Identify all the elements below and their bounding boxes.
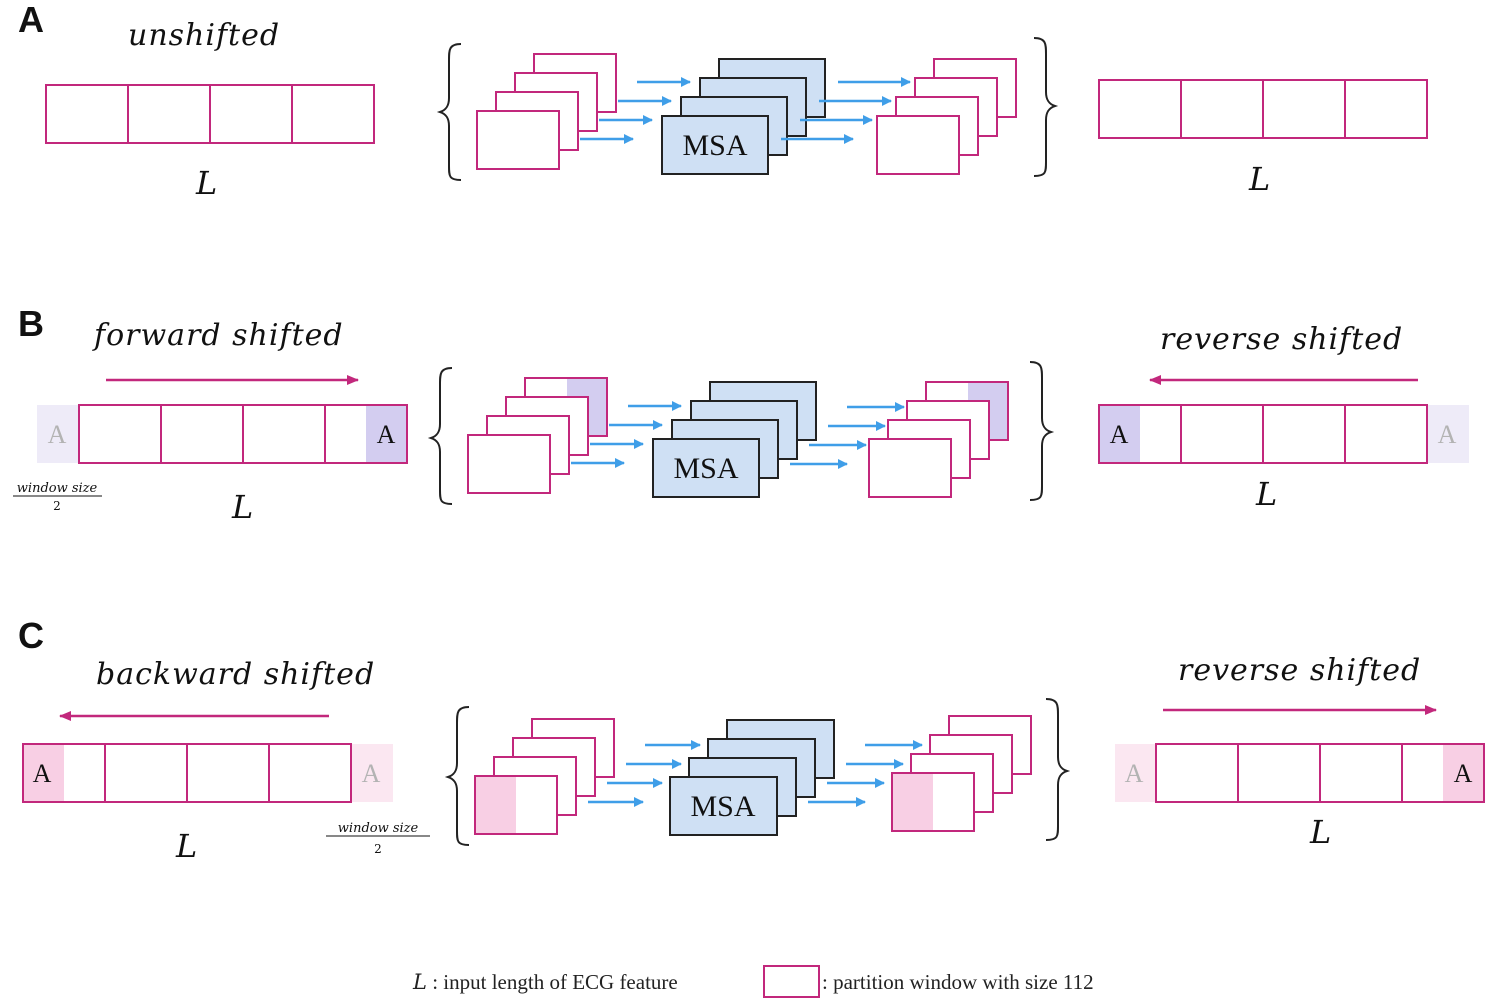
panel-b-letter: B bbox=[18, 303, 44, 344]
ghost-cell-marker: A bbox=[1438, 420, 1457, 449]
shifted-cell bbox=[366, 405, 407, 463]
panel-c-input-arrows bbox=[588, 740, 701, 807]
legend: L : input length of ECG feature : partit… bbox=[412, 965, 1094, 998]
panel-c-output-sequence: A A bbox=[1115, 743, 1485, 803]
panel-c-input-sequence: A A bbox=[22, 743, 393, 803]
ghost-cell bbox=[1115, 744, 1156, 802]
ghost-cell bbox=[352, 744, 393, 802]
panel-b-left-length-label: L bbox=[231, 488, 253, 526]
panel-a-input-windows bbox=[476, 53, 617, 170]
panel-b-window-size-fraction: window size 2 bbox=[13, 481, 102, 513]
panel-c-right-brace bbox=[1045, 698, 1071, 841]
ghost-cell-marker: A bbox=[362, 759, 381, 788]
shifted-cell bbox=[23, 744, 64, 802]
panel-c-output-arrows bbox=[808, 740, 923, 807]
panel-b-msa-stack bbox=[652, 381, 817, 498]
panel-a-left-brace bbox=[436, 43, 462, 181]
panel-a-letter: A bbox=[18, 0, 44, 40]
shifted-cell-marker: A bbox=[1454, 759, 1473, 788]
panel-b-right-length-label: L bbox=[1255, 475, 1277, 513]
ghost-cell bbox=[1428, 405, 1469, 463]
panel-b-output-arrows bbox=[790, 402, 905, 469]
panel-a-left-length-label: L bbox=[195, 164, 217, 202]
legend-window-text: : partition window with size 112 bbox=[822, 970, 1094, 994]
legend-window-swatch bbox=[763, 965, 820, 998]
shifted-cell-marker: A bbox=[377, 420, 396, 449]
panel-c-msa-label: MSA bbox=[690, 790, 755, 823]
shifted-cell bbox=[1099, 405, 1140, 463]
panel-c-window-size-fraction: window size 2 bbox=[326, 821, 430, 856]
ghost-cell-marker: A bbox=[48, 420, 67, 449]
msa-block bbox=[652, 438, 760, 498]
panel-b-right-brace bbox=[1029, 361, 1055, 501]
legend-length: L : input length of ECG feature bbox=[412, 970, 678, 994]
panel-a-input-arrows bbox=[580, 77, 691, 144]
panel-b-input-sequence: A A bbox=[37, 404, 408, 464]
panel-c-output-windows bbox=[891, 715, 1032, 832]
panel-a-input-sequence bbox=[45, 84, 375, 144]
panel-c-left-title: backward shifted bbox=[96, 657, 375, 692]
shifted-cell bbox=[1443, 744, 1484, 802]
panel-b: B forward shifted A A window size 2 L bbox=[13, 303, 1469, 526]
panel-b-left-title: forward shifted bbox=[92, 318, 344, 353]
panel-a-output-sequence bbox=[1098, 79, 1428, 139]
panel-c: C backward shifted A A window size 2 L bbox=[18, 615, 1485, 865]
msa-block bbox=[661, 115, 769, 175]
ghost-cell-marker: A bbox=[1125, 759, 1144, 788]
panel-a: A unshifted L MSA bbox=[18, 0, 1428, 202]
panel-c-input-windows bbox=[474, 718, 615, 835]
ghost-cell bbox=[37, 405, 78, 463]
panel-b-msa-label: MSA bbox=[673, 452, 738, 485]
panel-a-left-title: unshifted bbox=[128, 18, 280, 53]
panel-c-left-brace bbox=[444, 706, 470, 846]
panel-c-right-length-label: L bbox=[1309, 813, 1331, 851]
panel-c-right-title: reverse shifted bbox=[1178, 653, 1421, 688]
svg-text:window size: window size bbox=[17, 481, 98, 496]
shifted-cell-marker: A bbox=[33, 759, 52, 788]
panel-b-output-sequence: A A bbox=[1098, 404, 1469, 464]
panel-b-left-brace bbox=[427, 367, 453, 505]
panel-a-output-arrows bbox=[781, 77, 911, 144]
panel-a-right-brace bbox=[1033, 37, 1059, 177]
svg-text:2: 2 bbox=[53, 499, 61, 513]
panel-c-msa-stack bbox=[669, 719, 835, 836]
panel-b-output-windows bbox=[868, 381, 1009, 498]
msa-block bbox=[669, 776, 778, 836]
panel-b-input-windows bbox=[467, 377, 608, 494]
panel-a-output-windows bbox=[876, 58, 1017, 175]
panel-a-msa-stack bbox=[661, 58, 826, 175]
panel-c-letter: C bbox=[18, 615, 44, 656]
svg-text:window size: window size bbox=[338, 821, 419, 836]
panel-b-right-title: reverse shifted bbox=[1160, 322, 1403, 357]
panel-b-input-arrows bbox=[571, 401, 682, 468]
panel-a-right-length-label: L bbox=[1248, 160, 1270, 198]
svg-text:2: 2 bbox=[374, 842, 382, 856]
panel-c-left-length-label: L bbox=[175, 827, 197, 865]
shifted-cell-marker: A bbox=[1110, 420, 1129, 449]
panel-a-msa-label: MSA bbox=[682, 129, 747, 162]
